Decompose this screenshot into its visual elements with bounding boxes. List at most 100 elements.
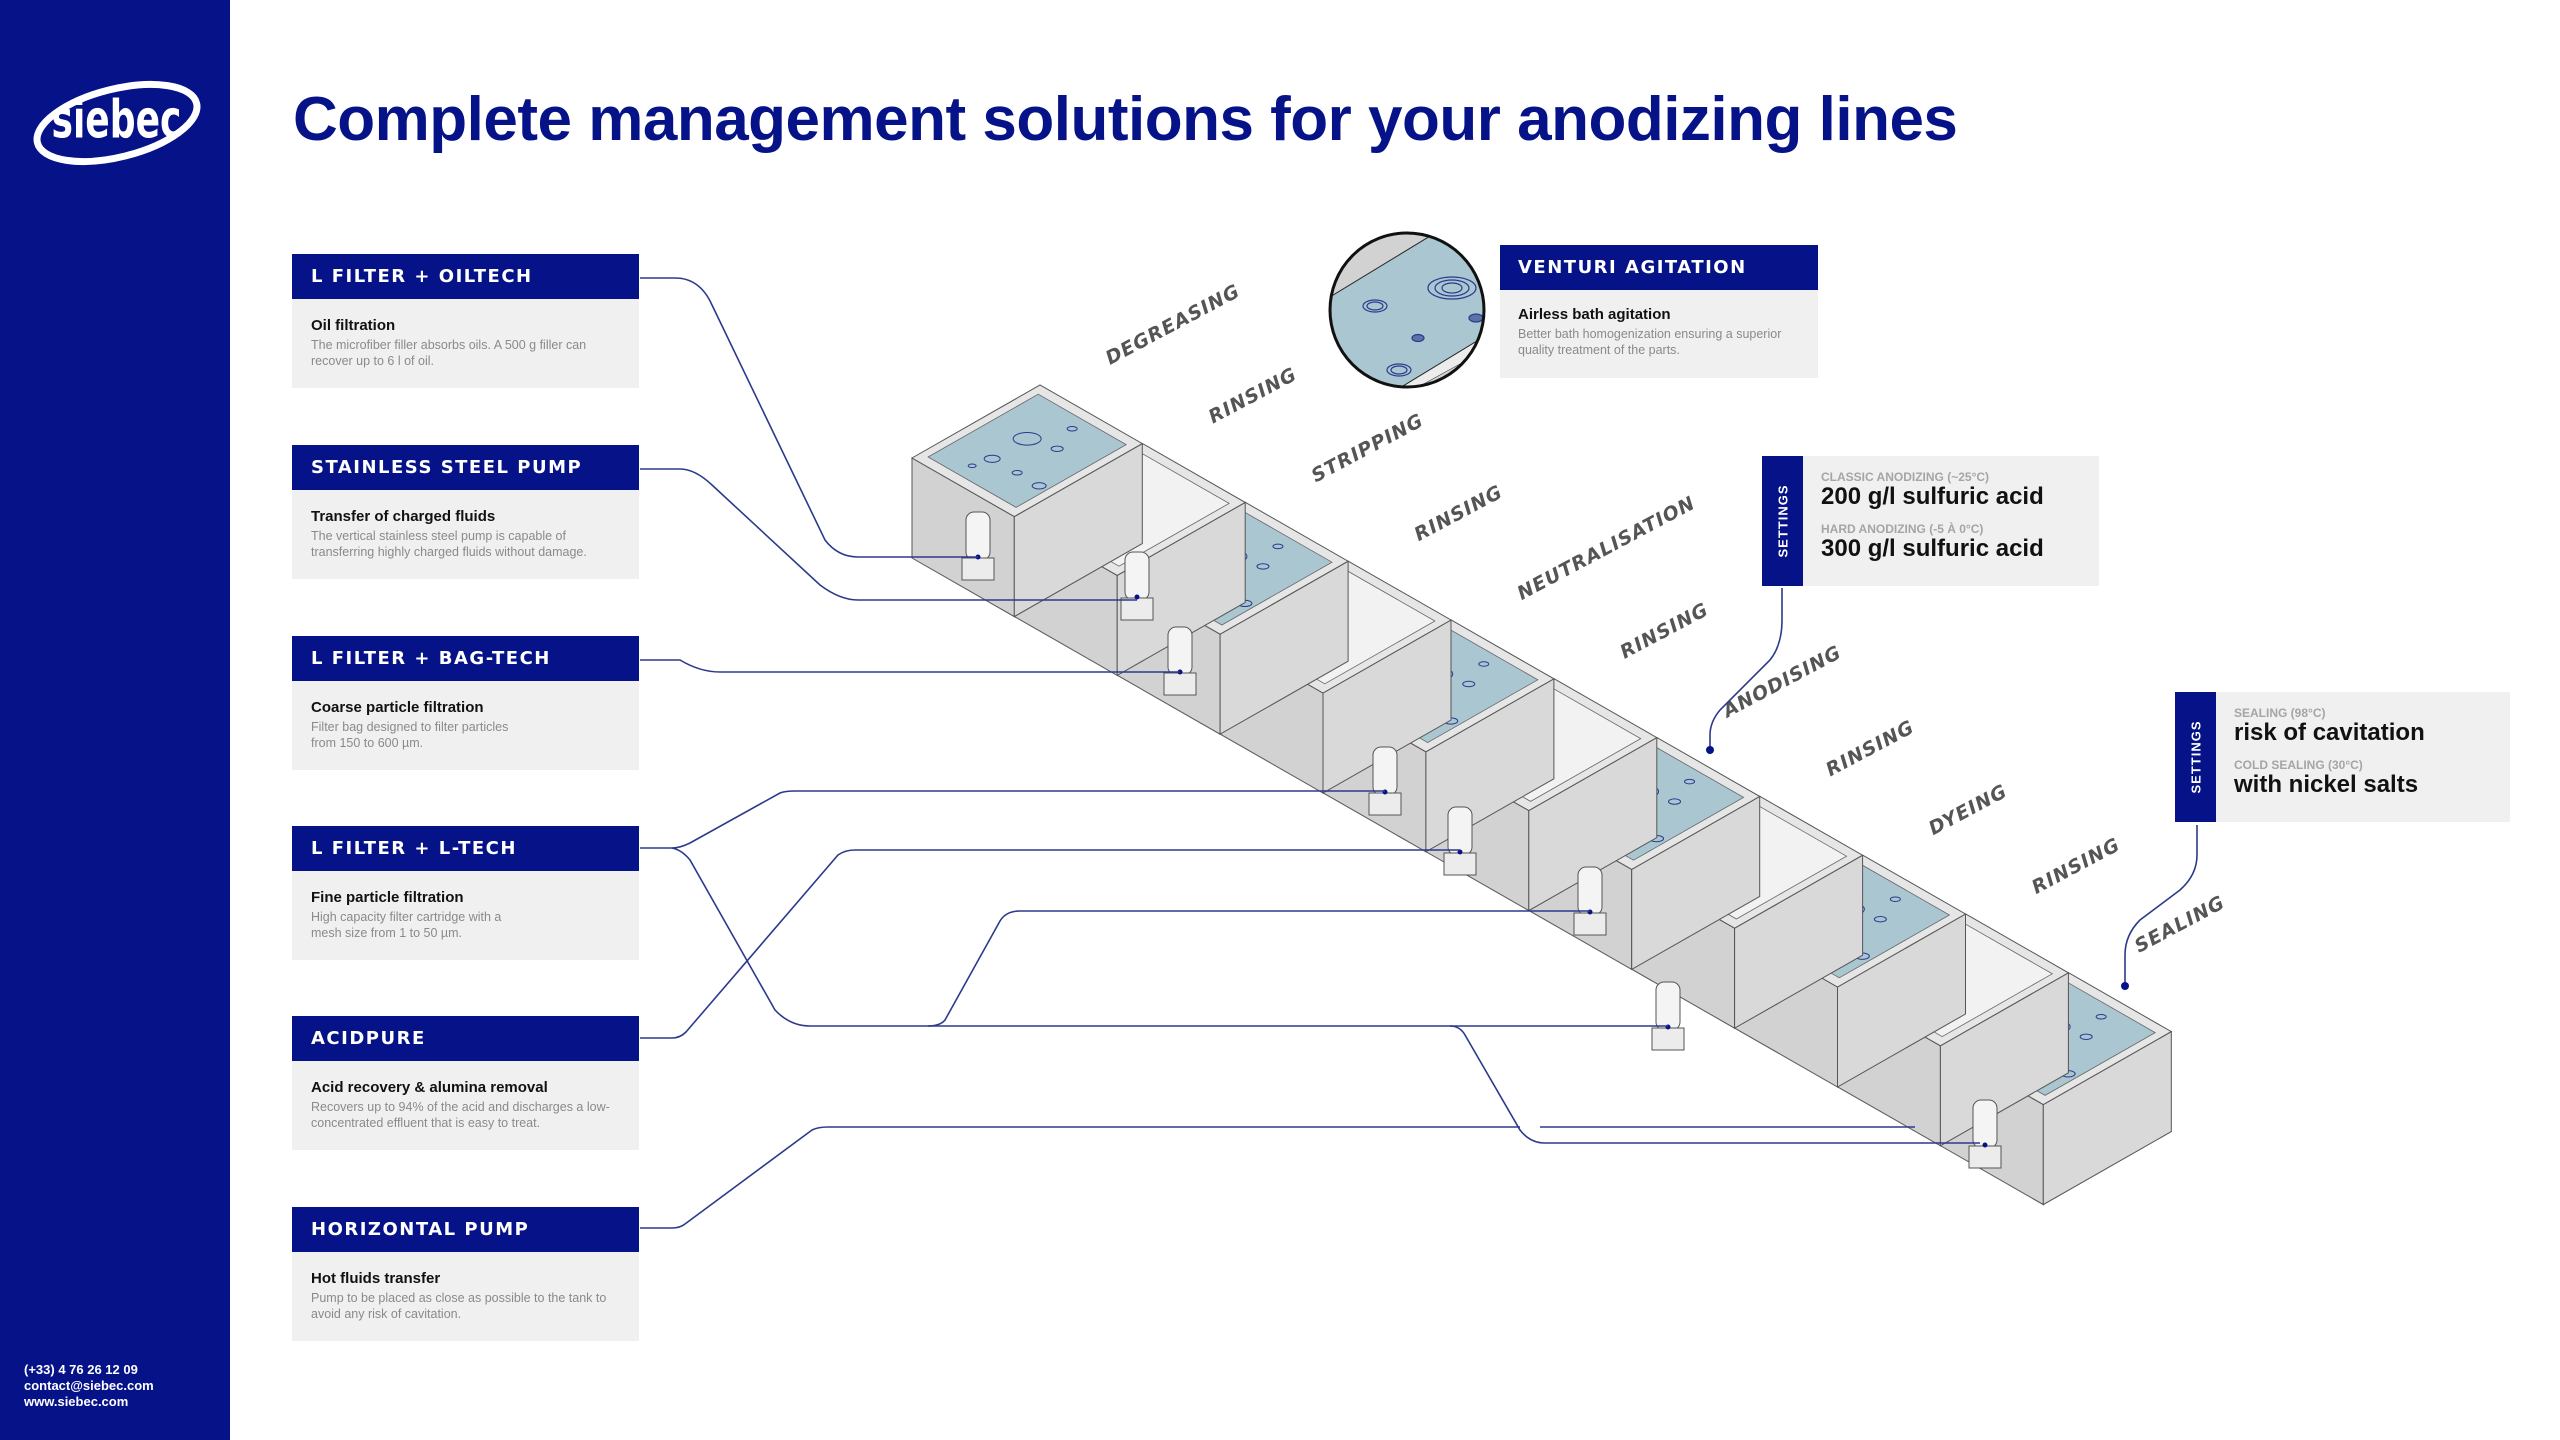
product-subtitle: Coarse particle filtration	[311, 699, 484, 716]
setting-value: 300 g/l sulfuric acid	[1821, 535, 2044, 562]
stage-label: DYEING	[1925, 780, 2011, 840]
connector-ss-pump	[640, 468, 1137, 601]
product-subtitle: Oil filtration	[311, 317, 396, 334]
connector-ltech	[640, 790, 1385, 849]
bubble	[1668, 798, 1682, 805]
setting-value: risk of cavitation	[2234, 719, 2425, 746]
connectors-group	[640, 277, 2198, 1229]
venturi-card[interactable]: VENTURI AGITATION Airless bath agitation…	[1500, 245, 1818, 378]
bubble	[1256, 563, 1270, 570]
venturi-magnifier	[1328, 231, 1486, 389]
product-name: STAINLESS STEEL PUMP	[292, 445, 639, 490]
bubble	[1889, 896, 1901, 902]
product-description: The vertical stainless steel pump is cap…	[311, 529, 587, 559]
bubble	[1066, 426, 1078, 432]
product-description: Recovers up to 94% of the acid and disch…	[311, 1100, 610, 1130]
bubble	[1462, 680, 1476, 688]
anchor-dot-sealing	[2121, 982, 2129, 990]
contact-website[interactable]: www.siebec.com	[24, 1394, 129, 1409]
product-name: L FILTER + OILTECH	[292, 254, 639, 299]
anchor-dot-anodising	[1706, 746, 1714, 754]
bubble	[967, 463, 977, 469]
stage-label: DEGREASING	[1102, 280, 1244, 369]
product-card-stainless-pump[interactable]: STAINLESS STEEL PUMP Transfer of charged…	[292, 445, 639, 579]
contact-info: (+33) 4 76 26 12 09 contact@siebec.com w…	[24, 1362, 154, 1410]
connector-horizontal-pump-2	[1449, 1025, 1980, 1144]
connector-acidpure	[640, 849, 1460, 1039]
product-card-ltech[interactable]: L FILTER + L-TECH Fine particle filtrati…	[292, 826, 639, 960]
filter-unit	[961, 511, 995, 581]
stage-label: RINSING	[1205, 363, 1301, 428]
product-description: Pump to be placed as close as possible t…	[311, 1291, 607, 1321]
connector-bagtech	[640, 659, 1180, 673]
page-title: Complete management solutions for your a…	[293, 85, 1958, 154]
bubble	[1031, 482, 1047, 490]
tank-degreasing	[910, 384, 1144, 618]
filter-unit	[1573, 866, 1607, 936]
bubble	[1012, 431, 1042, 446]
product-name: ACIDPURE	[292, 1016, 639, 1061]
product-name: L FILTER + BAG-TECH	[292, 636, 639, 681]
stage-label: RINSING	[1822, 716, 1918, 781]
connector-ltech-2	[671, 847, 1668, 1027]
connector-settings-anodizing	[1709, 588, 1783, 750]
connector-oiltech	[640, 277, 978, 558]
setting-value: with nickel salts	[2234, 771, 2419, 798]
filter-unit	[1120, 551, 1154, 621]
bubble	[1478, 661, 1490, 667]
setting-label: CLASSIC ANODIZING (~25°C)	[1821, 470, 1990, 484]
bubble	[1272, 543, 1284, 550]
setting-label: HARD ANODIZING (-5 À 0°C)	[1821, 522, 1984, 536]
tanks-group	[910, 384, 2173, 1206]
filter-unit	[1368, 746, 1402, 816]
stage-label: NEUTRALISATION	[1514, 492, 1700, 605]
bubble	[1050, 445, 1064, 452]
product-card-acidpure[interactable]: ACIDPURE Acid recovery & alumina removal…	[292, 1016, 639, 1150]
filter-unit	[1443, 806, 1477, 876]
stage-label: RINSING	[2028, 834, 2124, 899]
settings-tab: SETTINGS	[2175, 692, 2216, 822]
connector-horizontal-pump	[640, 1126, 1520, 1229]
bubble	[2079, 1033, 2093, 1040]
sidebar: siebec (+33) 4 76 26 12 09 contact@siebe…	[0, 0, 230, 1440]
settings-anodizing: SETTINGS CLASSIC ANODIZING (~25°C) 200 g…	[1762, 456, 2099, 586]
stage-label: ANODISING	[1718, 641, 1846, 723]
settings-sealing: SETTINGS SEALING (98°C) risk of cavitati…	[2175, 692, 2510, 822]
stage-label: RINSING	[1411, 481, 1507, 546]
product-description: The microfiber filler absorbs oils. A 50…	[311, 338, 587, 368]
venturi-description: Better bath homogenization ensuring a su…	[1518, 327, 1782, 357]
product-subtitle: Acid recovery & alumina removal	[311, 1079, 548, 1096]
product-subtitle: Hot fluids transfer	[311, 1270, 441, 1287]
siebec-logo[interactable]: siebec	[32, 68, 202, 178]
filter-unit	[1968, 1099, 2002, 1169]
product-name: HORIZONTAL PUMP	[292, 1207, 639, 1252]
connector-settings-sealing	[2124, 825, 2198, 986]
bubble	[1011, 470, 1023, 476]
product-name: L FILTER + L-TECH	[292, 826, 639, 871]
filter-unit	[1163, 626, 1197, 696]
setting-value: 200 g/l sulfuric acid	[1821, 483, 2044, 510]
product-subtitle: Fine particle filtration	[311, 889, 464, 906]
contact-phone[interactable]: (+33) 4 76 26 12 09	[24, 1362, 138, 1377]
product-card-bagtech[interactable]: L FILTER + BAG-TECH Coarse particle filt…	[292, 636, 639, 770]
logo-text: siebec	[51, 89, 181, 151]
bubble	[2095, 1014, 2107, 1020]
product-description: High capacity filter cartridge with a me…	[311, 910, 502, 940]
setting-label: SEALING (98°C)	[2234, 706, 2326, 720]
bubble	[1873, 915, 1887, 923]
product-description: Filter bag designed to filter particles …	[311, 720, 509, 750]
filter-unit	[1651, 981, 1685, 1051]
setting-label: COLD SEALING (30°C)	[2234, 758, 2363, 772]
stage-label: SEALING	[2131, 891, 2229, 957]
contact-email[interactable]: contact@siebec.com	[24, 1378, 154, 1393]
product-subtitle: Transfer of charged fluids	[311, 508, 496, 525]
venturi-name: VENTURI AGITATION	[1500, 245, 1818, 290]
venturi-subtitle: Airless bath agitation	[1518, 306, 1671, 323]
stage-label: RINSING	[1617, 599, 1713, 664]
settings-tab: SETTINGS	[1762, 456, 1803, 586]
bubble	[1684, 778, 1696, 785]
connector-acidpure-2	[927, 910, 1590, 1027]
